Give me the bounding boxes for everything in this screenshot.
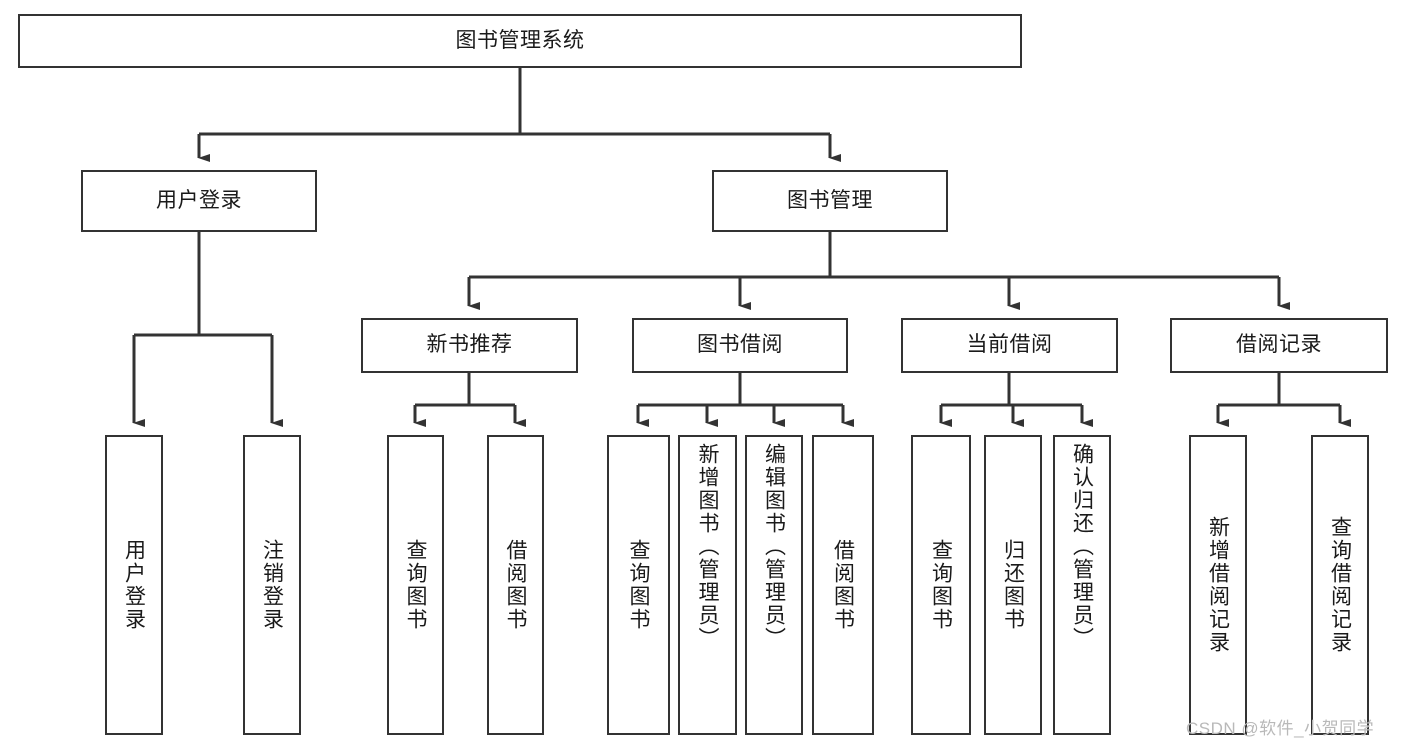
node-current-borrow-label: 当前借阅 xyxy=(966,333,1053,357)
node-leaf-query-book-current[interactable]: 查询图书 xyxy=(911,435,971,735)
node-book-borrow[interactable]: 图书借阅 xyxy=(632,318,848,373)
node-root-label: 图书管理系统 xyxy=(455,28,585,52)
node-leaf-logout-login[interactable]: 注销登录 xyxy=(243,435,301,735)
node-user-login[interactable]: 用户登录 xyxy=(81,170,317,232)
node-borrow-record[interactable]: 借阅记录 xyxy=(1170,318,1388,373)
node-leaf-user-login-label: 用户登录 xyxy=(122,539,146,631)
node-leaf-user-login[interactable]: 用户登录 xyxy=(105,435,163,735)
node-leaf-add-borrow-record-label: 新增借阅记录 xyxy=(1206,516,1230,654)
node-user-login-label: 用户登录 xyxy=(156,188,242,212)
node-leaf-logout-login-label: 注销登录 xyxy=(260,539,284,631)
node-new-book-recommend[interactable]: 新书推荐 xyxy=(361,318,578,373)
node-book-manage[interactable]: 图书管理 xyxy=(712,170,948,232)
node-leaf-query-borrow-record[interactable]: 查询借阅记录 xyxy=(1311,435,1369,735)
node-leaf-edit-book-admin[interactable]: 编辑图书（管理员） xyxy=(745,435,803,735)
node-root[interactable]: 图书管理系统 xyxy=(18,14,1022,68)
node-leaf-query-borrow-record-label: 查询借阅记录 xyxy=(1328,516,1352,654)
node-leaf-borrow-book-label: 借阅图书 xyxy=(831,539,855,631)
node-book-manage-label: 图书管理 xyxy=(787,188,873,212)
node-book-borrow-label: 图书借阅 xyxy=(697,333,783,357)
node-leaf-query-book-rec[interactable]: 查询图书 xyxy=(387,435,444,735)
node-leaf-query-book-current-label: 查询图书 xyxy=(929,539,953,631)
node-leaf-edit-book-admin-label: 编辑图书（管理员） xyxy=(762,443,786,650)
node-leaf-query-book-borrow[interactable]: 查询图书 xyxy=(607,435,670,735)
node-leaf-confirm-return-admin-label: 确认归还（管理员） xyxy=(1070,443,1094,650)
node-leaf-borrow-book[interactable]: 借阅图书 xyxy=(812,435,874,735)
node-leaf-borrow-book-rec[interactable]: 借阅图书 xyxy=(487,435,544,735)
node-borrow-record-label: 借阅记录 xyxy=(1236,333,1322,357)
node-current-borrow[interactable]: 当前借阅 xyxy=(901,318,1118,373)
node-leaf-add-borrow-record[interactable]: 新增借阅记录 xyxy=(1189,435,1247,735)
node-new-book-recommend-label: 新书推荐 xyxy=(426,333,513,357)
node-leaf-query-book-borrow-label: 查询图书 xyxy=(627,539,650,631)
node-leaf-borrow-book-rec-label: 借阅图书 xyxy=(504,539,527,631)
node-leaf-return-book-label: 归还图书 xyxy=(1001,539,1025,631)
node-leaf-query-book-rec-label: 查询图书 xyxy=(404,539,427,631)
node-leaf-add-book-admin-label: 新增图书（管理员） xyxy=(696,443,719,650)
node-leaf-confirm-return-admin[interactable]: 确认归还（管理员） xyxy=(1053,435,1111,735)
node-leaf-return-book[interactable]: 归还图书 xyxy=(984,435,1042,735)
node-leaf-add-book-admin[interactable]: 新增图书（管理员） xyxy=(678,435,737,735)
csdn-watermark: CSDN @软件_小贺同学 xyxy=(1186,719,1375,738)
